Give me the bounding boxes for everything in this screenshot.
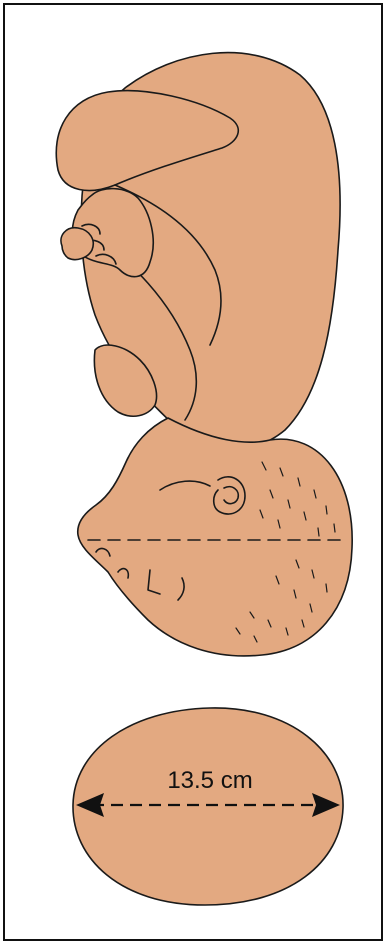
head-profile <box>78 418 352 656</box>
fetus-hand <box>61 228 93 260</box>
fetal-head <box>78 418 352 656</box>
measurement-label: 13.5 cm <box>167 767 252 794</box>
fetus-illustration <box>56 53 340 449</box>
head-cross-section-oval: 13.5 cm <box>73 708 343 905</box>
oval-shape <box>73 708 343 905</box>
